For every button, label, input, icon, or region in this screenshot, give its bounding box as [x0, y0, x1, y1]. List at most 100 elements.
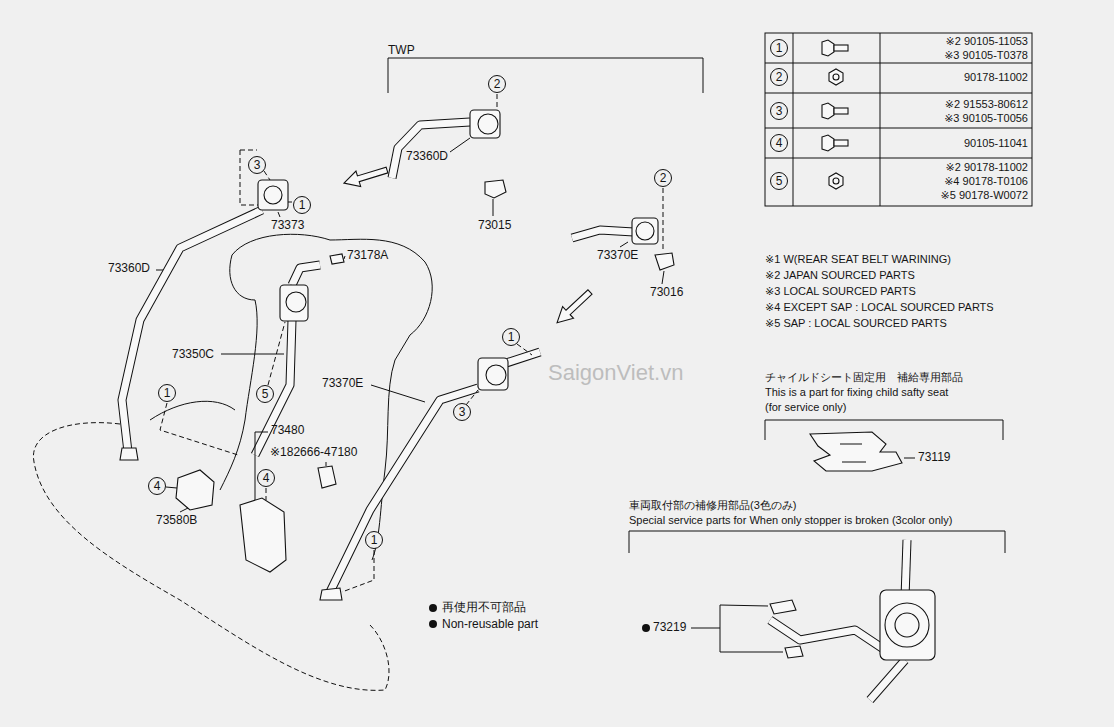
part-number: 73370E [597, 249, 638, 263]
stopper-part [770, 600, 796, 614]
service-note: チャイルドシート固定用 補給専用部品 [765, 371, 963, 384]
group-bracket [388, 58, 703, 93]
table-cell: ※2 91553-80612 [945, 98, 1028, 111]
callout-text: 2 [776, 71, 783, 83]
legend-text: 再使用不可部品 [442, 599, 526, 616]
table-cell: 90178-11002 [964, 71, 1028, 84]
callout-text: 4 [154, 480, 161, 492]
group-bracket [629, 531, 1005, 553]
part-number: 73178A [347, 249, 388, 263]
callout-text: 1 [776, 42, 783, 54]
bolt-symbol [822, 40, 848, 151]
service-note: (for service only) [765, 401, 846, 414]
part-number: 73015 [478, 219, 511, 233]
non-reusable-dot [642, 624, 650, 632]
footnote: ※5 SAP : LOCAL SOURCED PARTS [765, 317, 947, 330]
callout-text: 1 [164, 387, 171, 399]
part-number: 73016 [650, 286, 683, 300]
callout-number: 1 [365, 531, 383, 549]
table-cell: 90105-11041 [964, 137, 1028, 150]
table-cell: ※2 90105-11053 [946, 35, 1028, 48]
callout-number: 4 [148, 477, 166, 495]
parts-table-grid [765, 33, 1032, 206]
callout-number: 1 [293, 196, 311, 214]
service-note: 車両取付部の補修用部品(3色のみ) [629, 499, 796, 512]
part-number: 73350C [172, 348, 214, 362]
table-callout: 1 [770, 39, 788, 57]
leader-line [691, 605, 783, 652]
table-callout: 2 [770, 68, 788, 86]
callout-number: 4 [257, 469, 275, 487]
callout-text: 3 [254, 159, 261, 171]
watermark: SaigonViet.vn [548, 360, 683, 385]
legend-text: Non-reusable part [442, 617, 538, 631]
retractor [258, 110, 935, 660]
seat-cushion-outline [150, 401, 235, 420]
bracket-slot [840, 444, 866, 462]
table-cell: ※5 90178-W0072 [941, 189, 1029, 202]
service-note: This is a part for fixing child safty se… [765, 386, 948, 399]
seat-back-outline [220, 255, 257, 490]
table-callout: 5 [770, 172, 788, 190]
part-number: ※182666-47180 [270, 446, 357, 460]
buckle [176, 466, 336, 572]
part-number: 73373 [271, 219, 304, 233]
group-label: TWP [388, 44, 415, 58]
callout-text: 3 [776, 105, 783, 117]
part-number: 73480 [271, 424, 304, 438]
callout-number: 3 [248, 156, 266, 174]
callout-number: 5 [256, 385, 274, 403]
callout-text: 2 [660, 172, 667, 184]
direction-arrow [342, 162, 390, 190]
legend-dot [428, 618, 442, 630]
stopper-part [785, 646, 803, 658]
legend-dot [428, 602, 442, 614]
callout-number: 1 [502, 328, 520, 346]
callout-text: 5 [262, 388, 269, 400]
callout-text: 1 [299, 199, 306, 211]
part-number: 73580B [156, 514, 197, 528]
footnote: ※2 JAPAN SOURCED PARTS [765, 269, 915, 282]
part-number: 73360D [406, 150, 448, 164]
footnote: ※4 EXCEPT SAP : LOCAL SOURCED PARTS [765, 301, 994, 314]
part-number: 73219 [653, 621, 686, 635]
callout-text: 4 [776, 137, 783, 149]
callout-number: 2 [488, 75, 506, 93]
callout-text: 4 [263, 472, 270, 484]
leader-line [904, 458, 915, 459]
nut-symbol [829, 69, 843, 189]
table-cell: ※3 90105-T0378 [944, 49, 1028, 62]
callout-number: 2 [654, 169, 672, 187]
callout-text: 3 [459, 406, 466, 418]
table-callout: 3 [770, 102, 788, 120]
part-number: 73370E [322, 377, 363, 391]
service-note: Special service parts for When only stop… [629, 514, 952, 527]
legend-dot [429, 604, 437, 612]
leader-line [156, 138, 664, 512]
callout-text: 5 [776, 175, 783, 187]
callout-number: 1 [158, 384, 176, 402]
legend-item: Non-reusable part [428, 617, 538, 631]
footnote: ※1 W(REAR SEAT BELT WARINING) [765, 253, 951, 266]
floor-outline [33, 423, 389, 691]
callout-number: 3 [453, 403, 471, 421]
table-cell: ※4 90178-T0106 [944, 175, 1028, 188]
footnote: ※3 LOCAL SOURCED PARTS [765, 285, 916, 298]
table-cell: ※3 90105-T0056 [944, 112, 1028, 125]
table-cell: ※2 90178-11002 [946, 161, 1028, 174]
callout-text: 2 [494, 78, 501, 90]
anchor-bracket [120, 180, 674, 600]
dashed-leader [160, 94, 663, 592]
callout-text: 1 [508, 331, 515, 343]
legend-dot [429, 620, 437, 628]
part-number: 73360D [108, 262, 150, 276]
belt-webbing [122, 122, 907, 700]
table-callout: 4 [770, 134, 788, 152]
direction-arrow [552, 286, 596, 328]
child-seat-bracket [810, 432, 902, 471]
part-number: 73119 [918, 451, 950, 465]
group-bracket [765, 420, 1003, 440]
callout-text: 1 [371, 534, 378, 546]
legend-item: 再使用不可部品 [428, 599, 526, 616]
